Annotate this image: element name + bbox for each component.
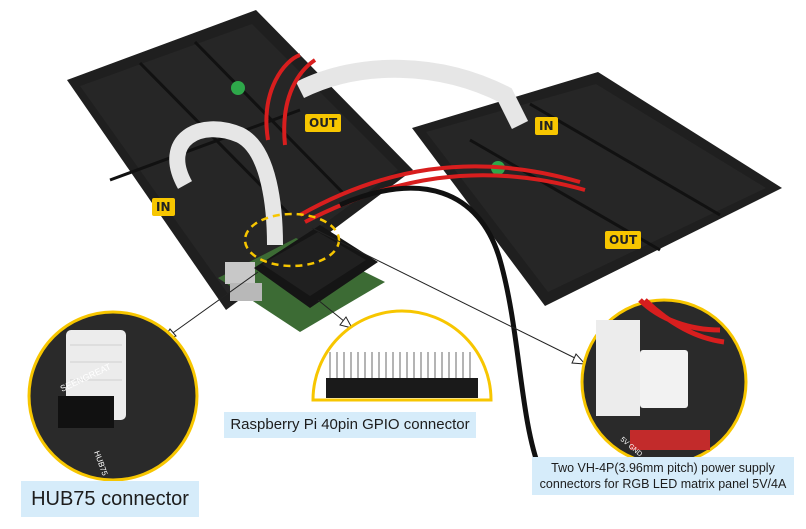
label-in-right: IN [535, 117, 558, 135]
ribbon-cable-left [169, 121, 283, 246]
gpio-highlight-ellipse [243, 212, 341, 268]
ribbon-cable-top [295, 59, 529, 130]
caption-power: Two VH-4P(3.96mm pitch) power supply con… [532, 457, 794, 495]
caption-power-line1: Two VH-4P(3.96mm pitch) power supply [551, 461, 775, 475]
dc-power-cable [338, 185, 543, 471]
caption-hub75: HUB75 connector [21, 481, 199, 517]
label-out-right: OUT [605, 231, 642, 249]
power-cable-left [264, 53, 317, 146]
pointer-power [311, 227, 584, 363]
power-cable-right [299, 164, 586, 224]
led-panel-right [412, 72, 782, 306]
label-in-left: IN [152, 198, 175, 216]
caption-power-line2: connectors for RGB LED matrix panel 5V/4… [539, 477, 787, 491]
label-out-left: OUT [305, 114, 342, 132]
gpio-header-closeup [311, 309, 493, 402]
pointer-hub75 [162, 271, 259, 341]
caption-gpio: Raspberry Pi 40pin GPIO connector [224, 412, 476, 438]
power-connector-closeup: 5V GND [580, 298, 748, 466]
hub75-closeup: SEENGREAT HUB75 [27, 310, 199, 482]
